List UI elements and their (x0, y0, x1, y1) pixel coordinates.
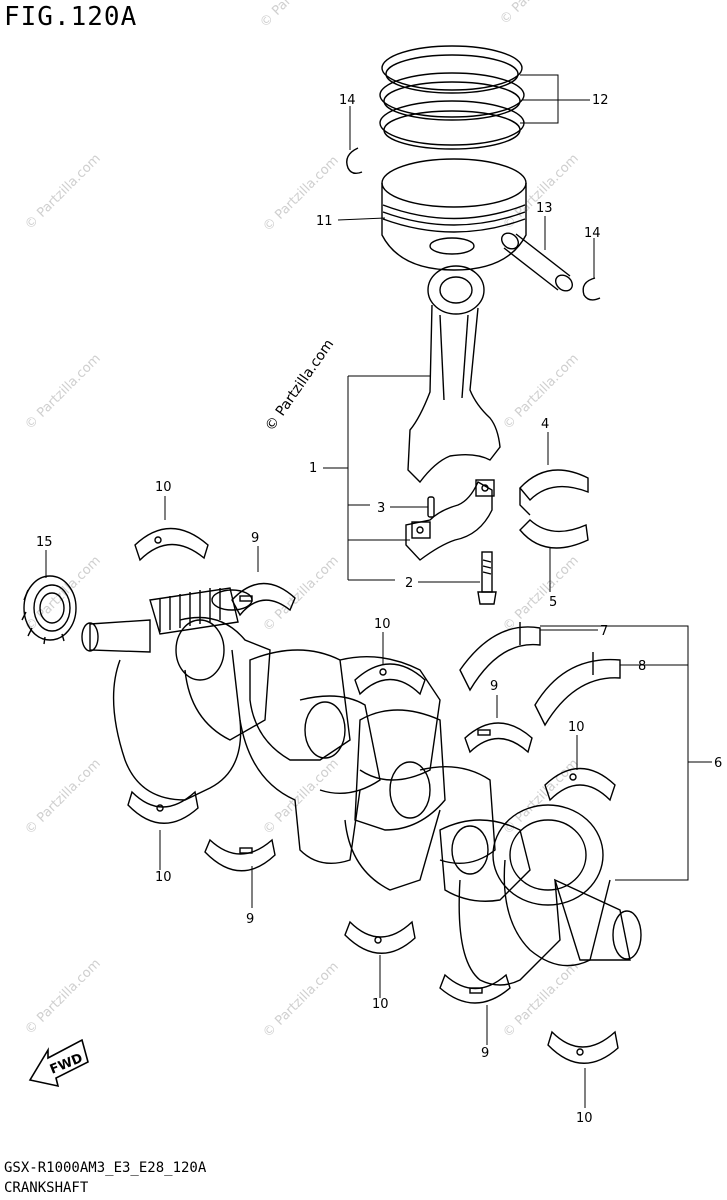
callouts: 12 14 11 13 14 1 3 2 4 5 15 10 9 10 7 8 … (36, 93, 722, 1126)
callout-9: 9 (246, 912, 254, 927)
crankshaft (81, 587, 642, 986)
leader-lines (45, 74, 712, 1108)
watermark: © Partzilla.com (260, 553, 342, 635)
dowel-pin (427, 496, 435, 518)
callout-9: 9 (251, 531, 259, 546)
main-bearing-10 (127, 790, 199, 824)
circlip (582, 277, 601, 301)
watermark: © Partzilla.com (260, 959, 342, 1041)
watermark: © Partzilla.com (500, 553, 582, 635)
main-watermark: © Partzilla.com (262, 337, 337, 435)
piston-pin (501, 232, 573, 292)
watermark: © Partzilla.com (22, 351, 104, 433)
rod-cap (405, 479, 495, 561)
main-bearing-10 (547, 1030, 619, 1064)
main-bearing-10 (344, 920, 416, 954)
callout-3: 3 (377, 501, 385, 516)
callout-4: 4 (541, 417, 549, 432)
thrust-bearing-8 (534, 652, 621, 727)
rod-bearing-lower (519, 519, 589, 549)
callout-6: 6 (714, 756, 722, 771)
footer-name: CRANKSHAFT (4, 1180, 89, 1196)
watermark: © Partzilla.com (500, 151, 582, 233)
callout-5: 5 (549, 595, 557, 610)
callout-13: 13 (536, 201, 553, 216)
callout-9: 9 (481, 1046, 489, 1061)
callout-1: 1 (309, 461, 317, 476)
callout-10: 10 (155, 480, 172, 495)
callout-10: 10 (374, 617, 391, 632)
watermark: © Partzilla.com (260, 756, 342, 838)
circlip (346, 147, 363, 175)
footer-model-code: GSX-R1000AM3_E3_E28_120A (4, 1160, 207, 1176)
piston (381, 158, 527, 271)
main-bearing-10 (354, 663, 426, 696)
callout-14: 14 (584, 226, 601, 241)
callout-10: 10 (576, 1111, 593, 1126)
callout-15: 15 (36, 535, 53, 550)
crank-gear (21, 575, 77, 645)
main-bearing-9 (464, 722, 533, 754)
callout-14: 14 (339, 93, 356, 108)
rod-bearing-upper (519, 469, 589, 516)
figure-title: FIG.120A (4, 2, 138, 32)
callout-10: 10 (372, 997, 389, 1012)
thrust-bearing-7 (459, 622, 541, 692)
main-bearing-9 (439, 973, 511, 1004)
callout-8: 8 (638, 659, 646, 674)
main-bearing-9 (204, 838, 276, 872)
main-bearing-9 (231, 582, 296, 617)
connecting-rod (407, 265, 501, 484)
watermark: © Partzilla.com (497, 0, 579, 28)
watermark: © Partzilla.com (22, 956, 104, 1038)
callout-10: 10 (568, 720, 585, 735)
callout-9: 9 (490, 679, 498, 694)
watermark: © Partzilla.com (22, 756, 104, 838)
watermark: © Partzilla.com (22, 151, 104, 233)
callout-2: 2 (405, 576, 413, 591)
rod-bolt (477, 551, 497, 605)
main-bearing-10 (134, 527, 209, 562)
watermark: © Partzilla.com (257, 0, 339, 31)
watermarks: © Partzilla.com © Partzilla.com © Partzi… (22, 0, 582, 1041)
callout-7: 7 (600, 624, 608, 639)
fwd-arrow-icon (28, 1038, 89, 1088)
watermark: © Partzilla.com (500, 959, 582, 1041)
piston-rings (379, 45, 525, 150)
callout-12: 12 (592, 93, 609, 108)
main-bearing-10 (544, 767, 616, 802)
callout-10: 10 (155, 870, 172, 885)
callout-11: 11 (316, 214, 333, 229)
